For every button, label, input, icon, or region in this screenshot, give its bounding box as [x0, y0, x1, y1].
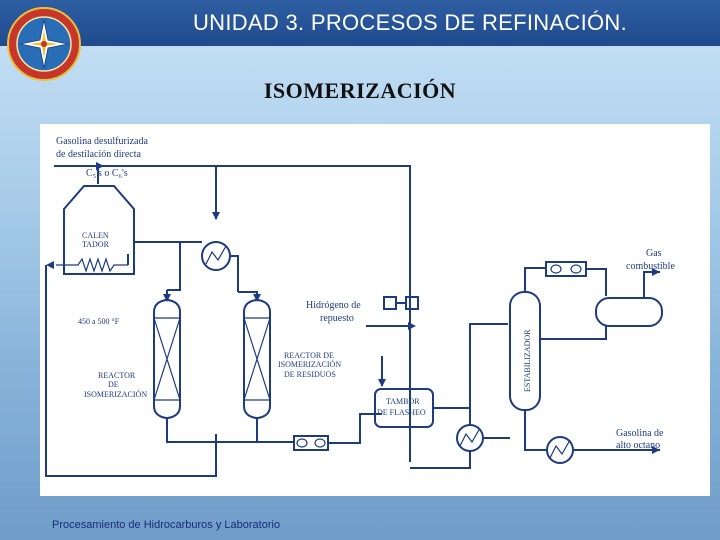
gas-label-line2: combustible [626, 261, 675, 272]
hydrogen-label-line1: Hidrógeno de [306, 300, 361, 311]
compressor-2-icon [405, 296, 419, 310]
exchanger-return-line [410, 451, 471, 469]
arrow-reactor1-in-icon [163, 294, 171, 302]
header-title: UNIDAD 3. PROCESOS DE REFINACIÓN. [192, 10, 628, 35]
hydrogen-label-line2: repuesto [320, 313, 354, 324]
reactor2-label-line1: REACTOR DE [284, 351, 334, 360]
reactor1-label-line2: DE [108, 380, 119, 389]
gas-label-line1: Gas [646, 248, 662, 259]
heater-label-line2: TADOR [82, 240, 110, 249]
product-label-line2: alto octano [616, 440, 660, 451]
heater-coil-icon [56, 257, 128, 273]
arrow-exch-down-icon [212, 212, 220, 220]
compressor-1-icon [383, 296, 397, 310]
institution-logo-icon [7, 7, 81, 81]
reactor2-label-line2: ISOMERIZACIÓN [278, 359, 341, 369]
arrow-hydrogen-icon [408, 322, 416, 330]
hydrogen-lines [366, 302, 412, 327]
condenser-fan-icon [550, 264, 582, 274]
feed-main-line [54, 165, 411, 462]
cooler-fan-icon [296, 438, 326, 448]
reactor-2-bed-icon [243, 317, 271, 401]
bottom-cooler-icon [293, 435, 329, 451]
arrow-gas-icon [652, 268, 660, 276]
product-exchanger-zigzag-icon [549, 439, 571, 459]
slide-title: ISOMERIZACIÓN [263, 78, 457, 103]
exchanger-to-stabilizer-lines [469, 323, 510, 439]
arrow-drum-icon [378, 379, 386, 387]
reactor2-label-line3: DE RESIDUOS [284, 370, 336, 379]
product-label-line1: Gasolina de [616, 428, 664, 439]
reactor1-label-line1: REACTOR [98, 371, 136, 380]
arrow-product-icon [652, 446, 660, 454]
recycle-loop-line [45, 265, 217, 477]
exch-connections [180, 241, 239, 292]
flash-drum-label-line1: TAMBOR [386, 397, 420, 406]
overhead-condenser-icon [545, 261, 587, 277]
stabilizer-label: ESTABILIZADOR [523, 329, 532, 392]
process-flow-diagram: Gasolina desulfurizada de destilación di… [40, 124, 710, 496]
reactor-2-vessel [243, 299, 271, 419]
reactor-1-bed-icon [153, 317, 181, 401]
footer-course-name: Procesamiento de Hidrocarburos y Laborat… [52, 519, 281, 531]
header-bar [0, 0, 720, 46]
reactor-1-vessel [153, 299, 181, 419]
isomerization-flow-svg: Gasolina desulfurizada de destilación di… [45, 136, 675, 477]
heater-furnace [63, 185, 135, 275]
heater-label-line1: CALEN [82, 231, 109, 240]
feed-exchanger-zigzag-icon [459, 427, 481, 447]
stabilizer-lines [524, 267, 547, 451]
temperature-label: 450 a 500 °F [78, 317, 120, 326]
flash-drum-label-line2: DE FLASHEO [377, 408, 426, 417]
reactor1-label-line3: ISOMERIZACIÓN [84, 389, 147, 399]
arrow-heater-in-icon [46, 261, 54, 269]
feed-label-line1: Gasolina desulfurizada [56, 136, 148, 147]
reflux-lines [540, 271, 660, 340]
heater-to-reactor1-line [134, 241, 181, 291]
cooler-to-drum-line [328, 413, 382, 444]
feed-label-line2: de destilación directa [56, 149, 142, 160]
condenser-to-drum-line [586, 268, 607, 296]
exchanger-zigzag-icon [205, 245, 227, 265]
arrow-reactor2-in-icon [253, 294, 261, 302]
feed-label-line3: C₅'s o C₆'s [86, 168, 128, 179]
reflux-drum-vessel [595, 297, 663, 327]
